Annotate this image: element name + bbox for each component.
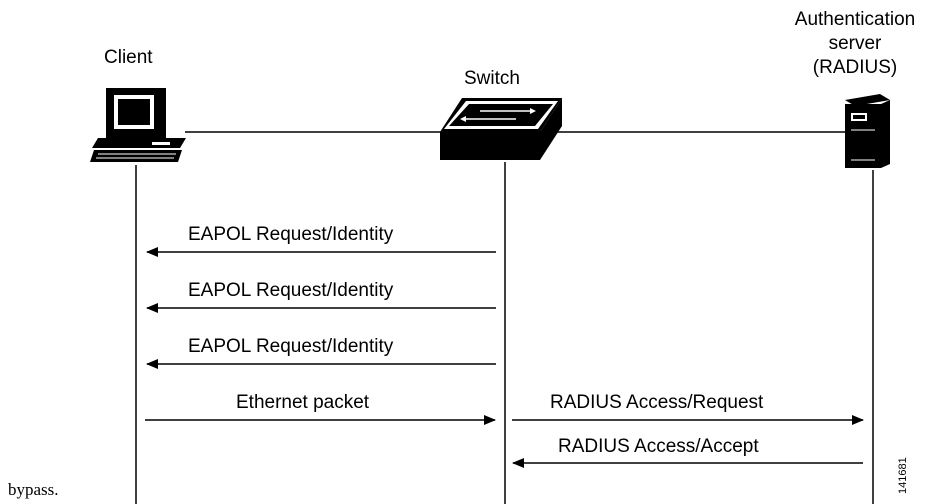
message-label-radius-access-request: RADIUS Access/Request [550, 392, 764, 413]
client-label: Client [104, 47, 153, 68]
computer-icon [90, 88, 186, 162]
message-label-eapol-request-3: EAPOL Request/Identity [188, 336, 394, 357]
server-label-line-3: (RADIUS) [812, 57, 898, 78]
message-label-ethernet-packet: Ethernet packet [236, 392, 370, 413]
switch-icon [440, 98, 562, 160]
message-label-eapol-request-2: EAPOL Request/Identity [188, 280, 394, 301]
server-label-line-2: server [828, 33, 882, 54]
caption-fragment: bypass. [8, 480, 59, 499]
server-label: Authentication server (RADIUS) [780, 8, 930, 80]
server-label-line-1: Authentication [794, 9, 916, 30]
figure-id: 141681 [897, 457, 909, 494]
message-label-eapol-request-1: EAPOL Request/Identity [188, 224, 394, 245]
server-icon [845, 94, 890, 168]
switch-label: Switch [464, 68, 520, 89]
message-label-radius-access-accept: RADIUS Access/Accept [558, 436, 759, 457]
